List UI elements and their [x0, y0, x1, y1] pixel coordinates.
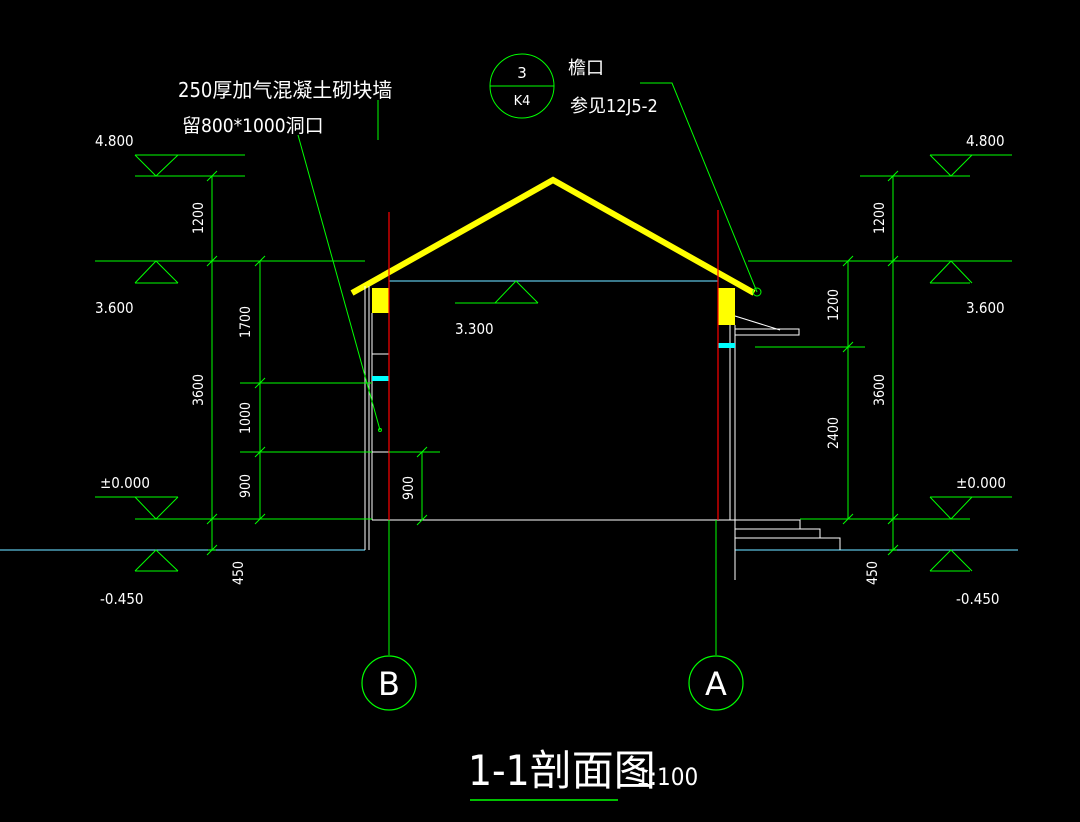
detail-number: 3: [517, 64, 527, 82]
left-elevation-symbols: [134, 154, 179, 572]
axis-extensions: [388, 520, 717, 655]
elevation-right-eave: 3.600: [966, 299, 1005, 317]
elevation-left-top: 4.800: [95, 132, 134, 150]
wall-note-line1: 250厚加气混凝土砌块墙: [178, 78, 392, 102]
drawing-scale: 1:100: [636, 763, 698, 791]
dim-left-total: 3600: [191, 374, 207, 406]
eave-label: 檐口: [568, 58, 604, 79]
left-dimension-lines: [95, 154, 440, 572]
elevation-right-ground: -0.450: [956, 590, 1000, 608]
axis-label-b: B: [378, 665, 400, 703]
dim-right-upper: 1200: [826, 289, 842, 321]
axis-label-a: A: [705, 665, 727, 703]
axis-bubble-B: B: [361, 655, 417, 711]
dim-left-opening: 1000: [238, 402, 254, 434]
elevation-left-floor: ±0.000: [100, 474, 150, 492]
dim-right-plinth: 450: [865, 561, 881, 585]
dim-inner-sill: 900: [401, 476, 417, 500]
detail-sheet: K4: [514, 94, 531, 109]
dim-right-total: 3600: [872, 374, 888, 406]
dim-left-plinth: 450: [231, 561, 247, 585]
left-eave-block: [372, 288, 389, 313]
left-window: [372, 376, 389, 381]
dim-left-roof: 1200: [191, 202, 207, 234]
elevation-right-floor: ±0.000: [956, 474, 1006, 492]
elevation-left-ground: -0.450: [100, 590, 144, 608]
leader-lines: [297, 53, 762, 432]
right-eave-block: [718, 288, 735, 325]
roof: [350, 176, 756, 325]
dim-left-sill: 900: [238, 474, 254, 498]
eave-reference: 参见12J5-2: [570, 96, 658, 117]
elevation-right-top: 4.800: [966, 132, 1005, 150]
right-window: [718, 343, 735, 348]
ceiling-elevation-symbol: [455, 280, 539, 304]
axis-lines: [388, 210, 719, 520]
axis-bubble-A: A: [688, 655, 744, 711]
dim-right-roof: 1200: [872, 202, 888, 234]
dim-left-upper: 1700: [238, 306, 254, 338]
right-dimension-lines: [748, 154, 1012, 572]
elevation-ceiling: 3.300: [455, 320, 494, 338]
right-elevation-symbols: [929, 154, 973, 572]
walls: [364, 286, 841, 580]
dim-right-lower: 2400: [826, 417, 842, 449]
drawing-title: 1-1剖面图: [468, 746, 656, 795]
wall-note-line2: 留800*1000洞口: [182, 115, 324, 137]
elevation-left-eave: 3.600: [95, 299, 134, 317]
